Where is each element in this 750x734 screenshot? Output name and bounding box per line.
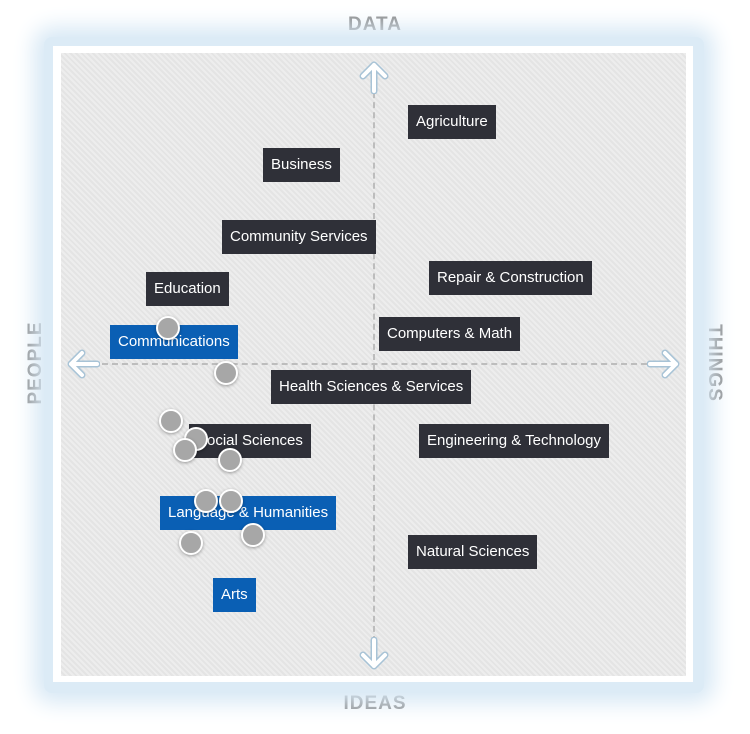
career-area-repair-construction[interactable]: Repair & Construction — [429, 261, 592, 295]
axis-label-data: DATA — [348, 14, 402, 35]
arrow-down-icon — [359, 637, 389, 670]
result-marker[interactable] — [214, 361, 238, 385]
vertical-axis-line — [373, 82, 375, 642]
career-area-business[interactable]: Business — [263, 148, 340, 182]
career-area-education[interactable]: Education — [146, 272, 229, 306]
result-marker[interactable] — [159, 409, 183, 433]
career-area-health-sciences[interactable]: Health Sciences & Services — [271, 370, 472, 404]
arrow-up-icon — [359, 61, 389, 94]
axis-label-things: THINGS — [704, 324, 725, 402]
career-area-arts[interactable]: Arts — [213, 578, 256, 612]
result-marker[interactable] — [179, 531, 203, 555]
career-area-social-sciences[interactable]: Social Sciences — [189, 424, 311, 458]
career-area-agriculture[interactable]: Agriculture — [408, 105, 496, 139]
result-marker[interactable] — [219, 489, 243, 513]
arrow-right-icon — [647, 349, 680, 379]
career-area-community-services[interactable]: Community Services — [222, 220, 376, 254]
result-marker[interactable] — [173, 438, 197, 462]
arrow-left-icon — [67, 349, 100, 379]
result-marker[interactable] — [156, 316, 180, 340]
career-area-computers-math[interactable]: Computers & Math — [379, 317, 521, 351]
result-marker[interactable] — [218, 448, 242, 472]
result-marker[interactable] — [241, 523, 265, 547]
result-marker[interactable] — [194, 489, 218, 513]
career-area-natural-sciences[interactable]: Natural Sciences — [408, 535, 538, 569]
horizontal-axis-line — [92, 363, 657, 365]
career-area-engineering-technology[interactable]: Engineering & Technology — [419, 424, 610, 458]
axis-label-ideas: IDEAS — [343, 693, 407, 714]
